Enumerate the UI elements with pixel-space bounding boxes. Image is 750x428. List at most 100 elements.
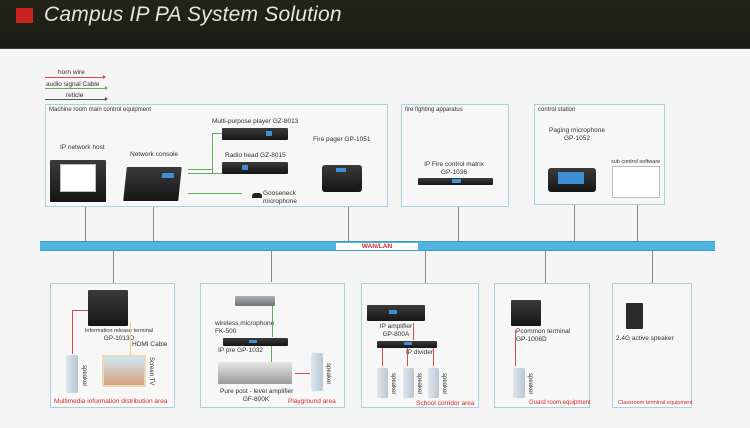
group-title: Machine room main control equipment	[49, 107, 152, 113]
speaker-playground	[311, 353, 323, 391]
ip-amplifier-device	[367, 305, 425, 321]
fire-matrix-device	[418, 178, 493, 185]
legend-arrow-reticle	[105, 97, 108, 101]
paging-mic-label: Paging microphone GP-1052	[546, 127, 608, 143]
horn-wire-multimedia-v	[72, 310, 73, 354]
horn-wire-divider-1	[382, 348, 383, 366]
ip-divider-device	[377, 341, 437, 348]
link-host-to-bus	[85, 207, 86, 241]
legend-line-audio-signal	[45, 88, 105, 89]
link-bus-to-classroom	[652, 251, 653, 283]
gooseneck-mic-device	[252, 193, 262, 198]
legend-line-reticle	[45, 99, 105, 100]
fire-matrix-label-line1: IP Fire control matrix	[424, 161, 484, 168]
horn-wire-divider-2	[407, 348, 408, 366]
horn-wire-guard	[515, 330, 516, 366]
link-bus-to-multimedia	[113, 251, 114, 283]
sub-control-software-label: sub control software	[611, 159, 661, 165]
multi-purpose-player-device	[222, 128, 288, 140]
wan-lan-bus: WAN/LAN	[40, 241, 715, 251]
audio-link-gooseneck	[188, 193, 242, 194]
ip-amplifier-label-line1: IP amplifier	[379, 323, 413, 330]
speaker-label: speaker	[527, 373, 533, 395]
network-console-device	[123, 167, 182, 201]
area-label-playground: Playground area	[288, 398, 336, 405]
gooseneck-mic-label-line1: Gooseneck	[263, 190, 296, 197]
gooseneck-mic-label: Gooseneck microphone	[263, 190, 297, 206]
post-amplifier-label-line1: Pure post - level amplifier	[220, 388, 294, 395]
ip-pre-device	[223, 338, 288, 346]
paging-mic-label-line2: GP-1052	[563, 135, 591, 142]
hdmi-cable-line	[130, 322, 131, 355]
speaker-label: speaker	[325, 363, 331, 385]
link-bus-to-playground	[271, 251, 272, 282]
area-label-classroom: Classroom terminal equipment	[618, 400, 693, 406]
speaker-corridor-1	[377, 368, 388, 398]
link-bus-to-guard	[545, 251, 546, 283]
screen-tv-label: Screen TV	[148, 357, 154, 386]
speaker-multimedia	[66, 355, 78, 393]
audio-link-mic-to-pre	[272, 306, 273, 337]
legend-arrow-horn-wire	[103, 75, 106, 79]
link-firepager-to-bus	[348, 207, 349, 241]
fire-pager-device	[322, 165, 362, 192]
audio-link-player	[212, 133, 213, 173]
speaker-corridor-3	[428, 368, 439, 398]
audio-link-player-stub	[212, 133, 222, 134]
active-speaker-device	[626, 303, 643, 329]
paging-mic-device	[548, 168, 596, 192]
network-console-label: Network console	[130, 151, 179, 158]
area-guard-room	[494, 283, 590, 408]
horn-wire-divider-3	[433, 348, 434, 366]
speaker-label: speaker	[81, 365, 87, 387]
area-label-corridor: School corridor area	[416, 400, 475, 407]
pcommon-terminal-label-line2: GP-1006D	[516, 336, 547, 343]
info-release-terminal-label-line1: Information release terminal	[84, 328, 154, 334]
post-amplifier-device	[218, 362, 292, 384]
legend-label-horn-wire: horn wire	[58, 69, 85, 76]
ip-amplifier-label-line2: GP-800A	[382, 331, 410, 338]
horn-wire-multimedia-h	[72, 310, 88, 311]
info-release-terminal-label-line2: GP-1013D	[103, 335, 135, 342]
speaker-label: speaker	[441, 373, 447, 395]
link-paging-to-bus	[574, 205, 575, 241]
legend-label-audio-signal: audio signal Cable	[46, 81, 100, 88]
fire-matrix-label-line2: GP-1036	[440, 169, 468, 176]
post-amplifier-label: Pure post - level amplifier GF-800K	[220, 388, 294, 404]
fire-matrix-label: IP Fire control matrix GP-1036	[422, 161, 486, 177]
info-release-terminal-label: Information release terminal GP-1013D	[84, 327, 154, 343]
pcommon-terminal-label: Pcommon terminal GP-1006D	[516, 328, 570, 344]
sub-control-software-screenshot	[612, 166, 660, 198]
wireless-mic-device	[235, 296, 275, 306]
link-software-to-bus	[637, 205, 638, 241]
ip-network-host-device	[50, 160, 106, 202]
speaker-label: speaker	[416, 373, 422, 395]
ip-divider-label: IP divider	[406, 349, 433, 356]
pcommon-terminal-device	[511, 300, 541, 326]
group-fire-fighting: fire fighting apparatus	[401, 104, 509, 207]
wireless-mic-label: wireless microphone FK-500	[215, 320, 274, 336]
audio-link-pre-to-amp	[271, 346, 272, 362]
area-classroom	[612, 283, 692, 408]
title-accent-square	[16, 8, 33, 23]
speaker-guard	[513, 368, 525, 398]
active-speaker-label: 2.4G active speaker	[616, 335, 674, 342]
screen-tv-device	[102, 355, 146, 387]
wireless-mic-label-line1: wireless microphone	[215, 320, 275, 327]
radio-head-device	[222, 162, 288, 174]
horn-wire-amp-to-speaker	[295, 373, 310, 374]
post-amplifier-label-line2: GF-800K	[242, 396, 270, 403]
area-label-multimedia: Multimedia information distribution area	[54, 398, 168, 405]
legend-label-reticle: reticle	[66, 92, 84, 99]
legend-line-horn-wire	[45, 77, 103, 78]
paging-mic-label-line1: Paging microphone	[548, 127, 605, 134]
info-release-terminal-device	[88, 290, 128, 326]
wan-lan-label: WAN/LAN	[336, 243, 418, 250]
fire-pager-label: Fire pager GP-1051	[313, 136, 371, 143]
link-fire-matrix-to-bus	[458, 207, 459, 241]
pcommon-terminal-label-line1: Pcommon terminal	[516, 328, 571, 335]
group-title: control station	[538, 107, 576, 113]
multi-purpose-player-label: Multi-purpose player GZ-8013	[212, 118, 299, 125]
ip-network-host-label: IP network host	[60, 144, 105, 151]
